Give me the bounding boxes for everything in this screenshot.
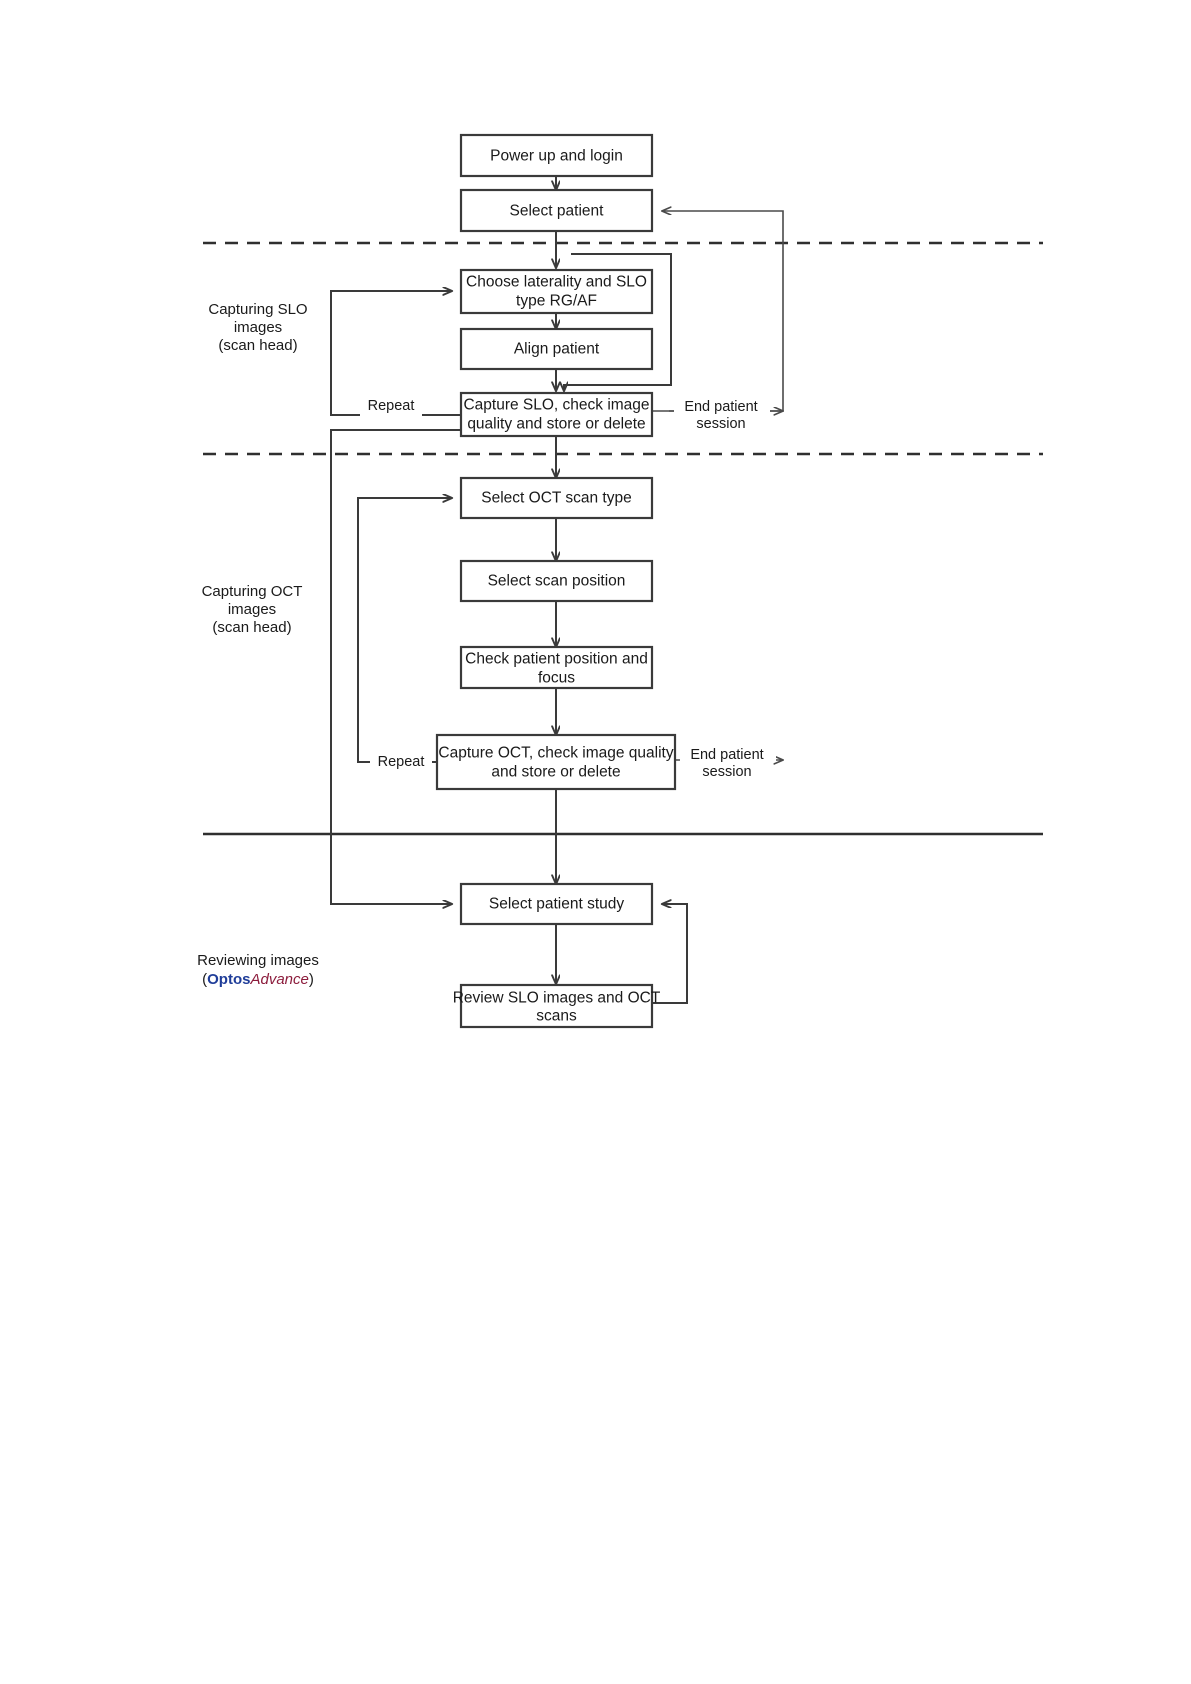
repeat-slo-label-backing — [360, 405, 422, 423]
phase-label-line1: Reviewing images — [197, 952, 319, 969]
node-box — [459, 133, 654, 178]
node-box — [459, 476, 654, 520]
end-session-slo-label-backing — [674, 398, 770, 414]
node-capture-oct[interactable]: Capture OCT, check image quality and sto… — [435, 733, 677, 791]
node-box — [459, 882, 654, 926]
node-label-line1: Select OCT scan type — [481, 490, 631, 507]
node-label-line2: scans — [536, 1008, 577, 1025]
phase-label-line1: Capturing OCT — [202, 583, 303, 600]
phase-label-line2: images — [228, 601, 276, 618]
node-label-line2: focus — [538, 670, 575, 687]
edge-repeat-slo-loop — [330, 291, 461, 416]
node-label-line1: Choose laterality and SLO — [466, 274, 647, 291]
node-label-line2: and store or delete — [491, 764, 620, 781]
node-choose-laterality-and-slo-type[interactable]: Choose laterality and SLO type RG/AF — [459, 268, 654, 315]
node-label-line1: Select patient — [510, 203, 605, 220]
edge-label-repeat-oct: Repeat — [378, 754, 425, 770]
node-label-line1: Select scan position — [488, 573, 626, 590]
edge-label-repeat-slo: Repeat — [368, 398, 415, 414]
brand-close-paren: ) — [309, 971, 314, 988]
node-select-patient[interactable]: Select patient — [459, 188, 654, 233]
phase-label-line3: (scan head) — [218, 337, 297, 354]
phase-label-line3: (scan head) — [212, 619, 291, 636]
node-select-oct-scan-type[interactable]: Select OCT scan type — [459, 476, 654, 520]
edge-label-end-session-oct-line1: End patient — [690, 747, 763, 763]
phase-label-brand: (OptosAdvance) — [202, 971, 314, 988]
node-label-line1: Capture SLO, check image — [463, 397, 649, 414]
brand-advance-text: Advance — [249, 971, 308, 988]
node-label-line2: type RG/AF — [516, 293, 597, 310]
edge-end-session-slo-to-select-patient — [653, 211, 784, 412]
node-power-up-and-login[interactable]: Power up and login — [459, 133, 654, 178]
node-capture-slo[interactable]: Capture SLO, check image quality and sto… — [459, 391, 654, 438]
phase-label-line1: Capturing SLO — [208, 301, 307, 318]
node-box — [459, 391, 654, 438]
node-label-line2: quality and store or delete — [467, 416, 645, 433]
brand-open-paren: ( — [202, 971, 207, 988]
edge-label-end-session-slo-line2: session — [696, 416, 745, 432]
node-label-line1: Select patient study — [489, 896, 625, 913]
node-box — [459, 645, 654, 690]
phase-label-capturing-oct: Capturing OCT images (scan head) — [202, 583, 303, 636]
end-session-oct-label-backing — [680, 746, 776, 762]
node-check-patient-position-and-focus[interactable]: Check patient position and focus — [459, 645, 654, 690]
edge-review-loop-back-to-select-patient-study — [653, 904, 688, 1004]
node-align-patient[interactable]: Align patient — [459, 327, 654, 371]
node-review-slo-images-and-oct-scans[interactable]: Review SLO images and OCT scans — [453, 983, 661, 1029]
node-box — [459, 559, 654, 603]
repeat-oct-label-backing — [370, 754, 432, 772]
brand-optos-text: Optos — [207, 971, 250, 988]
edge-repeat-oct-loop — [357, 498, 452, 763]
node-box — [459, 327, 654, 371]
node-select-patient-study[interactable]: Select patient study — [459, 882, 654, 926]
node-label-line1: Align patient — [514, 341, 600, 358]
phase-label-reviewing-images: Reviewing images (OptosAdvance) — [197, 952, 319, 988]
node-label-line1: Capture OCT, check image quality — [438, 745, 673, 762]
node-box — [459, 268, 654, 315]
edge-bypass-to-capture-slo — [564, 253, 672, 391]
node-box — [435, 733, 677, 791]
phase-label-capturing-slo: Capturing SLO images (scan head) — [208, 301, 307, 354]
node-select-scan-position[interactable]: Select scan position — [459, 559, 654, 603]
node-box — [459, 983, 654, 1029]
node-label-line1: Review SLO images and OCT — [453, 990, 661, 1007]
node-label-line1: Check patient position and — [465, 651, 648, 668]
edge-label-end-session-oct-line2: session — [702, 764, 751, 780]
edge-label-end-session-slo-line1: End patient — [684, 399, 757, 415]
edge-capture-slo-to-select-patient-study — [330, 429, 461, 904]
phase-label-line2: images — [234, 319, 282, 336]
node-box — [459, 188, 654, 233]
node-label-line1: Power up and login — [490, 148, 623, 165]
